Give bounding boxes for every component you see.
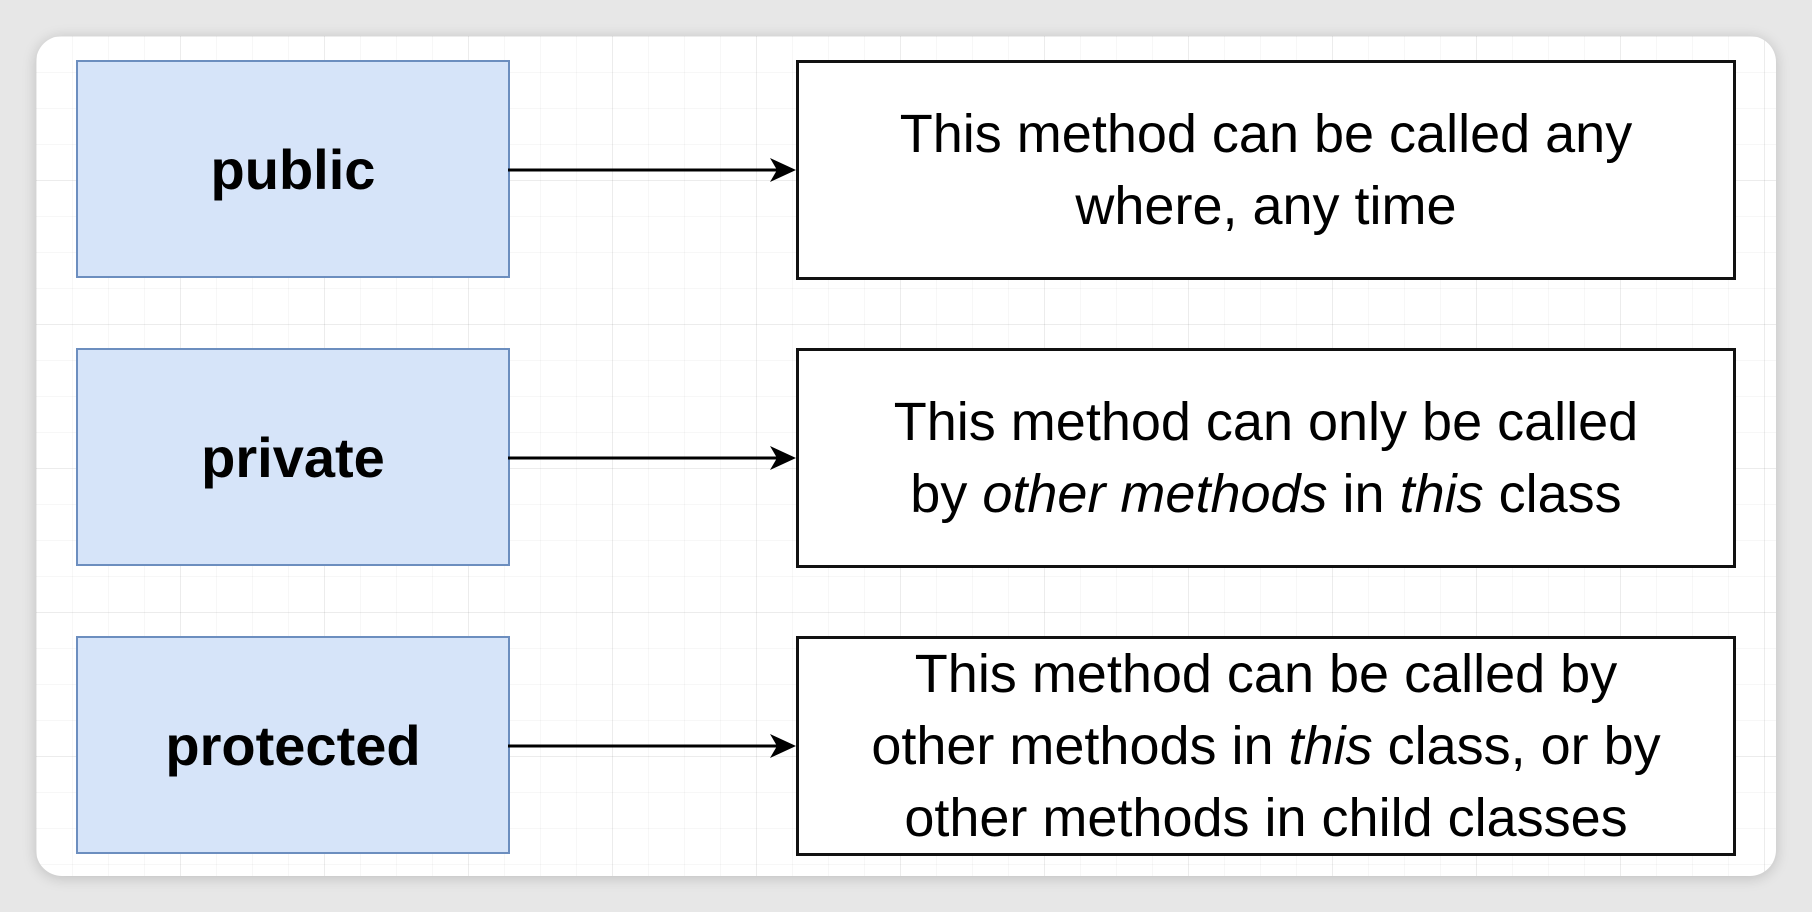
text-run: in (1327, 464, 1400, 524)
label-box-private: private (76, 348, 510, 566)
emphasis-text: other methods (982, 464, 1328, 524)
description-line: by other methods in this class (894, 458, 1638, 530)
description-line: other methods in this class, or by (871, 710, 1660, 782)
description-box-public: This method can be called any where, any … (796, 60, 1736, 280)
label-public: public (210, 137, 376, 201)
label-private: private (201, 425, 385, 489)
text-run: class (1483, 464, 1622, 524)
emphasis-text: this (1288, 716, 1373, 776)
arrow-public (508, 158, 796, 182)
description-line: This method can be called by (871, 638, 1660, 710)
diagram-canvas: public This method can be called any wher… (36, 36, 1776, 876)
row-public: public This method can be called any wher… (36, 60, 1776, 280)
description-line: other methods in child classes (871, 782, 1660, 854)
description-line: where, any time (900, 170, 1632, 242)
text-run: by (910, 464, 983, 524)
arrow-protected (508, 734, 796, 758)
description-line: This method can only be called (894, 386, 1638, 458)
emphasis-text: this (1399, 464, 1484, 524)
text-run: class, or by (1372, 716, 1661, 776)
label-protected: protected (165, 713, 421, 777)
text-run: This method can be called by (914, 644, 1618, 704)
description-public: This method can be called any where, any … (900, 98, 1632, 242)
label-box-protected: protected (76, 636, 510, 854)
label-box-public: public (76, 60, 510, 278)
text-run: other methods in child classes (904, 788, 1628, 848)
text-run: where, any time (1075, 176, 1457, 236)
text-run: other methods in (871, 716, 1289, 776)
text-run: This method can be called any (899, 104, 1633, 164)
arrow-private (508, 446, 796, 470)
text-run: This method can only be called (893, 392, 1639, 452)
description-line: This method can be called any (900, 98, 1632, 170)
